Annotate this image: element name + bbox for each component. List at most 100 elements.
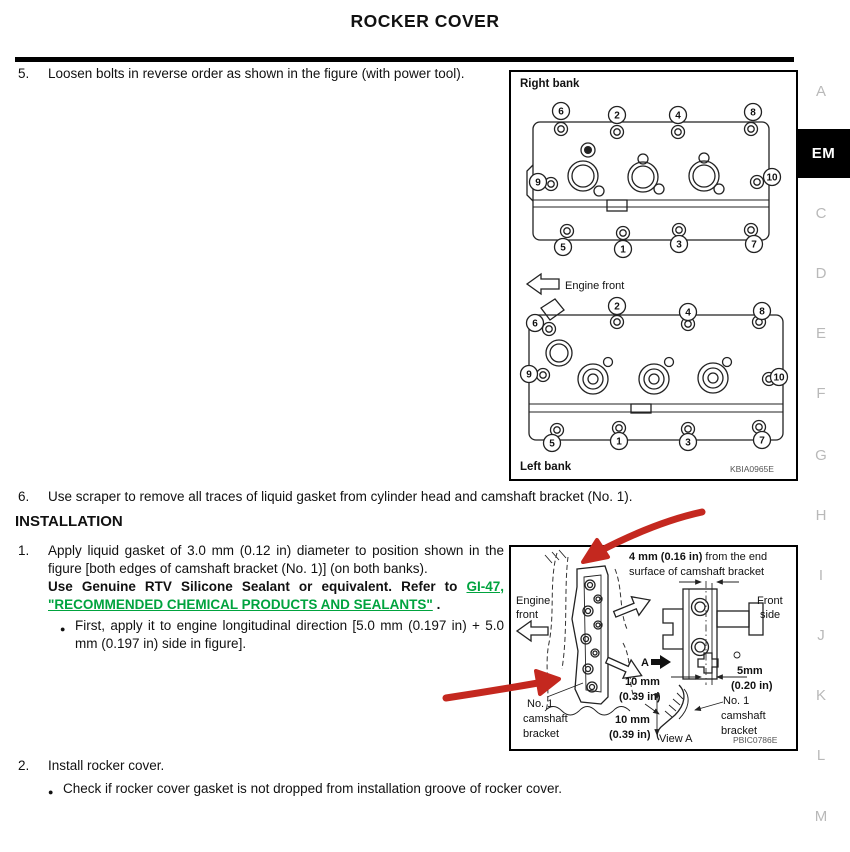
right-bank-cover-drawing	[526, 121, 770, 241]
svg-text:(0.39 in): (0.39 in)	[609, 729, 651, 741]
step-6: 6. Use scraper to remove all traces of l…	[18, 488, 788, 506]
svg-text:8: 8	[759, 307, 765, 318]
section-tab-k: K	[815, 687, 826, 704]
svg-text:side: side	[760, 609, 780, 621]
front-side-label: Front side	[757, 595, 783, 621]
svg-text:4: 4	[675, 111, 681, 122]
step-1: 1. Apply liquid gasket of 3.0 mm (0.12 i…	[18, 542, 504, 653]
step-number: 1.	[18, 543, 30, 558]
section-tab-i: I	[818, 567, 824, 584]
page-title: ROCKER COVER	[350, 11, 500, 31]
step-2-bullet: ● Check if rocker cover gasket is not dr…	[48, 780, 788, 801]
svg-text:camshaft: camshaft	[721, 710, 766, 722]
svg-text:7: 7	[751, 240, 757, 251]
step-5: 5. Loosen bolts in reverse order as show…	[18, 65, 504, 83]
engine-front-indicator: Engine front	[515, 595, 550, 643]
svg-text:8: 8	[750, 108, 756, 119]
section-a-arrow: A	[641, 655, 671, 669]
step-2-text: Install rocker cover.	[48, 758, 165, 773]
view-a-detail: View A 10 mm (0.39 in)	[609, 684, 693, 745]
apply-direction-arrow-upper	[612, 595, 652, 618]
section-tab-m: M	[814, 808, 828, 825]
section-tab-em-active: EM	[797, 129, 850, 178]
svg-text:1: 1	[616, 437, 622, 448]
svg-text:No. 1: No. 1	[527, 698, 553, 710]
figure-code: PBIC0786E	[733, 735, 778, 745]
figure-bolt-order: Right bank 6 2	[509, 70, 798, 481]
step-1-bullet-text: First, apply it to engine longitudinal d…	[75, 618, 504, 651]
no1-bracket-right-label: No. 1 camshaft bracket	[694, 695, 766, 737]
liquid-gasket-diagram: Engine front 4 mm (0.16 in) from the end…	[515, 549, 783, 745]
view-a-label: View A	[659, 733, 693, 745]
engine-front-arrow-icon	[515, 619, 549, 643]
svg-text:(0.39 in): (0.39 in)	[619, 691, 661, 703]
svg-text:4 mm (0.16 in) from the end: 4 mm (0.16 in) from the end	[629, 551, 767, 563]
svg-text:bracket: bracket	[523, 728, 559, 740]
svg-text:10: 10	[773, 373, 785, 384]
section-a-arrow-icon	[651, 655, 671, 669]
section-tab-d: D	[815, 265, 827, 282]
step-6-text: Use scraper to remove all traces of liqu…	[48, 489, 633, 504]
engine-front-label: Engine front	[565, 280, 624, 292]
dim-10mm-upper-label: 10 mm (0.39 in)	[619, 676, 661, 715]
right-bank-label: Right bank	[520, 78, 580, 90]
step-2: 2. Install rocker cover.	[18, 757, 788, 775]
svg-text:9: 9	[535, 178, 541, 189]
svg-text:bracket: bracket	[721, 725, 757, 737]
installation-heading: INSTALLATION	[15, 513, 123, 530]
engine-front-arrow-icon	[525, 272, 560, 296]
svg-text:10: 10	[766, 173, 778, 184]
svg-text:2: 2	[614, 302, 620, 313]
step-number: 6.	[18, 489, 30, 504]
svg-text:surface of camshaft bracket: surface of camshaft bracket	[629, 566, 764, 578]
section-tab-a: A	[815, 83, 826, 100]
bullet-icon: ●	[48, 787, 54, 797]
svg-text:10 mm: 10 mm	[615, 714, 650, 726]
step-number: 5.	[18, 66, 30, 81]
svg-text:front: front	[516, 609, 538, 621]
no1-bracket-left-label: No. 1 camshaft bracket	[523, 682, 584, 740]
svg-text:3: 3	[676, 240, 682, 251]
section-tab-f: F	[816, 385, 826, 402]
section-tab-l: L	[816, 747, 826, 764]
section-tab-c: C	[815, 205, 827, 222]
step-2-bullet-text: Check if rocker cover gasket is not drop…	[63, 781, 562, 796]
left-bank-cover-drawing	[528, 298, 784, 441]
section-tab-h: H	[815, 507, 827, 524]
section-tab-g: G	[815, 447, 827, 464]
step-1-bullet: ● First, apply it to engine longitudinal…	[48, 617, 504, 653]
svg-text:(0.20 in): (0.20 in)	[731, 680, 773, 692]
svg-text:6: 6	[558, 107, 564, 118]
step-5-text: Loosen bolts in reverse order as shown i…	[48, 66, 465, 81]
step-1-note: Use Genuine RTV Silicone Sealant or equi…	[48, 578, 504, 614]
svg-text:6: 6	[532, 319, 538, 330]
dim-4mm-label: 4 mm (0.16 in) from the end surface of c…	[629, 551, 767, 578]
svg-text:2: 2	[614, 111, 620, 122]
bracket-cross-section	[662, 579, 764, 685]
note-suffix: .	[432, 597, 441, 612]
step-1-text: Apply liquid gasket of 3.0 mm (0.12 in) …	[48, 543, 504, 576]
svg-text:5: 5	[549, 439, 555, 450]
bullet-icon: ●	[60, 624, 66, 634]
svg-text:5mm: 5mm	[737, 665, 763, 677]
left-bank-bolt-numbers: 6 2 4 8 9 10 5 1 3 7	[519, 296, 789, 453]
svg-text:A: A	[641, 657, 649, 669]
gi-47-link[interactable]: GI-47, "RECOMMENDED CHEMICAL PRODUCTS AN…	[48, 579, 504, 612]
svg-text:1: 1	[620, 245, 626, 256]
svg-text:Front: Front	[757, 595, 783, 607]
right-bank-bolt-numbers: 6 2 4 8 9 10 5 1 3 7	[528, 101, 782, 259]
bolt-order-diagram: Right bank 6 2	[519, 78, 789, 474]
left-bank-label: Left bank	[520, 461, 572, 473]
svg-text:camshaft: camshaft	[523, 713, 568, 725]
svg-text:10 mm: 10 mm	[625, 676, 660, 688]
camshaft-bracket-drawing	[571, 565, 609, 705]
title-rule	[15, 57, 794, 62]
svg-text:No. 1: No. 1	[723, 695, 749, 707]
svg-text:5: 5	[560, 243, 566, 254]
svg-text:4: 4	[685, 308, 691, 319]
engine-front-indicator: Engine front	[525, 272, 624, 296]
svg-text:7: 7	[759, 436, 765, 447]
svg-text:Engine: Engine	[516, 595, 550, 607]
figure-code: KBIA0965E	[730, 464, 774, 474]
svg-text:9: 9	[526, 370, 532, 381]
